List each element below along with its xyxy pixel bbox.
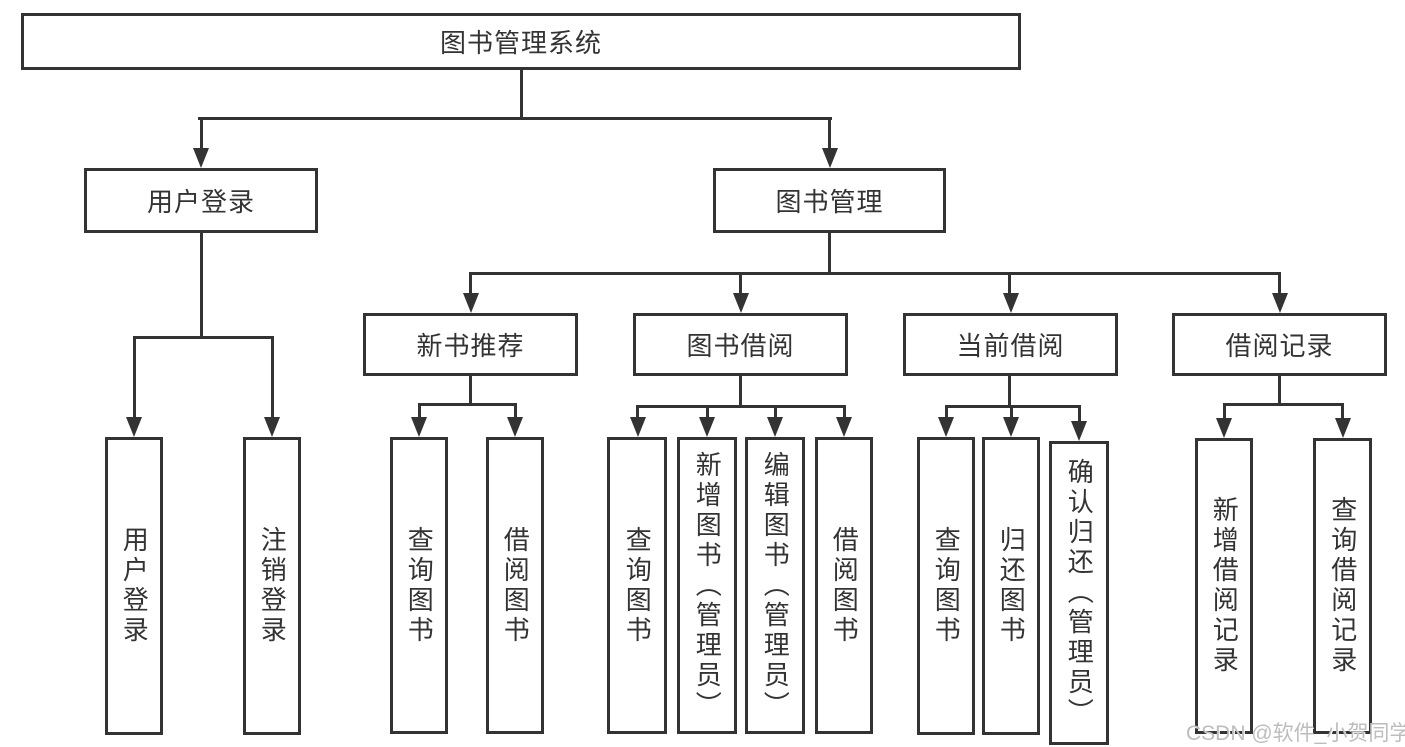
connector-line [1222, 403, 1226, 420]
leaf-add-book-admin: 新增图书（管理员） [677, 437, 737, 734]
connector-line [1077, 405, 1081, 423]
node-book-borrowing-label: 图书借阅 [686, 331, 795, 361]
connector-line [828, 117, 831, 149]
leaf-return-books: 归还图书 [982, 437, 1040, 735]
arrow-down-icon [462, 293, 479, 313]
connector-line [513, 403, 517, 419]
arrow-down-icon [821, 148, 838, 168]
arrow-down-icon [699, 417, 715, 437]
connector-line [197, 117, 832, 120]
arrow-down-icon [1003, 417, 1019, 437]
leaf-add-borrow-record: 新增借阅记录 [1195, 438, 1253, 734]
connector-line [1008, 272, 1011, 296]
connector-line [1222, 403, 1344, 406]
connector-line [773, 405, 777, 419]
arrow-down-icon [1334, 418, 1351, 438]
leaf-query-books-borrow: 查询图书 [607, 437, 667, 734]
node-root: 图书管理系统 [21, 13, 1021, 70]
leaf-add-book-admin-label: 新增图书（管理员） [692, 450, 723, 721]
leaf-query-borrow-record: 查询借阅记录 [1313, 438, 1372, 734]
connector-line [469, 272, 1281, 275]
node-current-borrowing-label: 当前借阅 [956, 331, 1065, 361]
arrow-down-icon [193, 148, 209, 168]
leaf-edit-book-admin: 编辑图书（管理员） [745, 437, 805, 734]
node-user-login-label: 用户登录 [146, 187, 255, 217]
node-new-book-recommendation-label: 新书推荐 [416, 331, 525, 361]
leaf-query-books-borrow-label: 查询图书 [622, 525, 653, 646]
leaf-edit-book-admin-label: 编辑图书（管理员） [760, 450, 791, 721]
leaf-borrow-books-recommend-label: 借阅图书 [500, 525, 531, 646]
arrow-down-icon [507, 417, 523, 437]
leaf-confirm-return-admin: 确认归还（管理员） [1049, 441, 1109, 745]
leaf-add-borrow-record-label: 新增借阅记录 [1209, 496, 1240, 676]
arrow-down-icon [264, 417, 280, 437]
connector-line [1278, 272, 1281, 296]
connector-line [132, 336, 274, 339]
connector-line [519, 70, 523, 118]
connector-line [1009, 405, 1013, 419]
leaf-query-books-current-label: 查询图书 [931, 526, 962, 646]
connector-line [469, 272, 472, 296]
arrow-down-icon [767, 417, 783, 437]
arrow-down-icon [126, 417, 142, 437]
arrow-down-icon [1271, 293, 1288, 313]
leaf-confirm-return-admin-label: 确认归还（管理员） [1064, 458, 1095, 728]
leaf-return-books-label: 归还图书 [996, 526, 1027, 646]
leaf-user-login: 用户登录 [105, 437, 163, 735]
watermark: CSDN @软件_小贺同学 [1186, 722, 1405, 745]
leaf-user-login-label: 用户登录 [119, 526, 150, 646]
node-borrowing-records: 借阅记录 [1172, 313, 1387, 376]
connector-line [739, 272, 742, 296]
leaf-logout-label: 注销登录 [257, 526, 288, 646]
arrow-down-icon [938, 417, 954, 437]
arrow-down-icon [1002, 293, 1019, 313]
leaf-query-books-recommend: 查询图书 [390, 437, 448, 734]
arrow-down-icon [629, 417, 646, 437]
connector-line [199, 117, 203, 149]
node-book-management-label: 图书管理 [775, 187, 884, 217]
leaf-borrow-books-label: 借阅图书 [829, 525, 860, 646]
leaf-query-borrow-record-label: 查询借阅记录 [1327, 496, 1358, 676]
node-book-borrowing: 图书借阅 [633, 313, 848, 376]
connector-line [636, 405, 846, 408]
connector-line [944, 405, 1081, 408]
connector-line [1278, 376, 1281, 406]
connector-line [828, 233, 831, 275]
node-new-book-recommendation: 新书推荐 [363, 313, 578, 376]
node-book-management: 图书管理 [713, 168, 946, 233]
node-user-login: 用户登录 [84, 168, 318, 233]
node-borrowing-records-label: 借阅记录 [1225, 331, 1334, 361]
connector-line [944, 405, 948, 419]
leaf-borrow-books: 借阅图书 [815, 437, 873, 734]
connector-line [636, 405, 639, 419]
connector-line [842, 405, 846, 419]
connector-line [270, 336, 274, 420]
leaf-query-books-current: 查询图书 [917, 437, 975, 735]
connector-line [705, 405, 709, 419]
node-root-label: 图书管理系统 [439, 28, 602, 58]
arrow-down-icon [411, 417, 427, 437]
arrow-down-icon [836, 417, 852, 437]
arrow-down-icon [732, 293, 749, 313]
leaf-logout: 注销登录 [243, 437, 301, 735]
connector-line [132, 336, 136, 420]
leaf-query-books-recommend-label: 查询图书 [404, 525, 435, 646]
connector-line [739, 376, 742, 408]
node-current-borrowing: 当前借阅 [903, 313, 1118, 376]
connector-line [417, 403, 517, 406]
connector-line [469, 376, 472, 406]
arrow-down-icon [1071, 421, 1087, 441]
connector-line [1008, 376, 1011, 408]
connector-line [199, 233, 203, 339]
arrow-down-icon [1216, 418, 1232, 438]
connector-line [417, 403, 421, 419]
leaf-borrow-books-recommend: 借阅图书 [486, 437, 544, 734]
connector-line [1341, 403, 1344, 420]
